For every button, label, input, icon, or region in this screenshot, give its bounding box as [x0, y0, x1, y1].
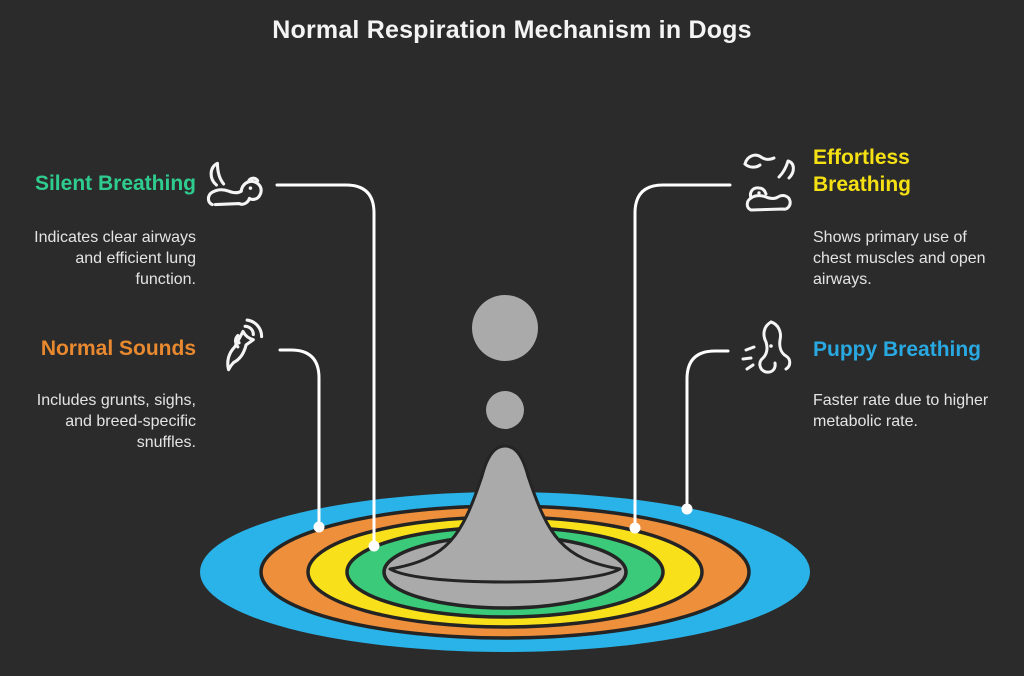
- howling-dog-icon: [212, 318, 274, 380]
- description-silent-breathing: Indicates clear airways and efficient lu…: [34, 229, 196, 288]
- droplet-splash-column: [388, 444, 622, 584]
- hand-petting-dog-icon: [739, 148, 801, 216]
- description-puppy-breathing: Faster rate due to higher metabolic rate…: [813, 392, 989, 430]
- heading-puppy-breathing: Puppy Breathing: [813, 338, 982, 361]
- description-normal-sounds: Includes grunts, sighs, and breed-specif…: [36, 392, 196, 451]
- droplet-small-circle: [486, 391, 524, 429]
- droplet-large-circle: [472, 295, 538, 361]
- heading-effortless-breathing: Effortless Breathing: [813, 146, 912, 196]
- connector-effortless-breathing: [633, 183, 732, 524]
- connector-dot-normal-sounds: [313, 521, 325, 533]
- connector-normal-sounds: [278, 348, 321, 523]
- connector-dot-puppy-breathing: [681, 503, 693, 515]
- connector-silent-breathing: [275, 183, 376, 542]
- heading-normal-sounds: Normal Sounds: [40, 337, 196, 360]
- barking-puppy-icon: [737, 316, 799, 382]
- heading-silent-breathing: Silent Breathing: [34, 172, 196, 195]
- connector-dot-effortless-breathing: [629, 522, 641, 534]
- connector-dot-silent-breathing: [368, 540, 380, 552]
- page-title: Normal Respiration Mechanism in Dogs: [272, 16, 752, 44]
- description-effortless-breathing: Shows primary use of chest muscles and o…: [813, 229, 986, 288]
- water-drop-ripple-illustration: [200, 295, 810, 652]
- connector-puppy-breathing: [685, 349, 730, 505]
- lying-dog-icon: [203, 158, 269, 212]
